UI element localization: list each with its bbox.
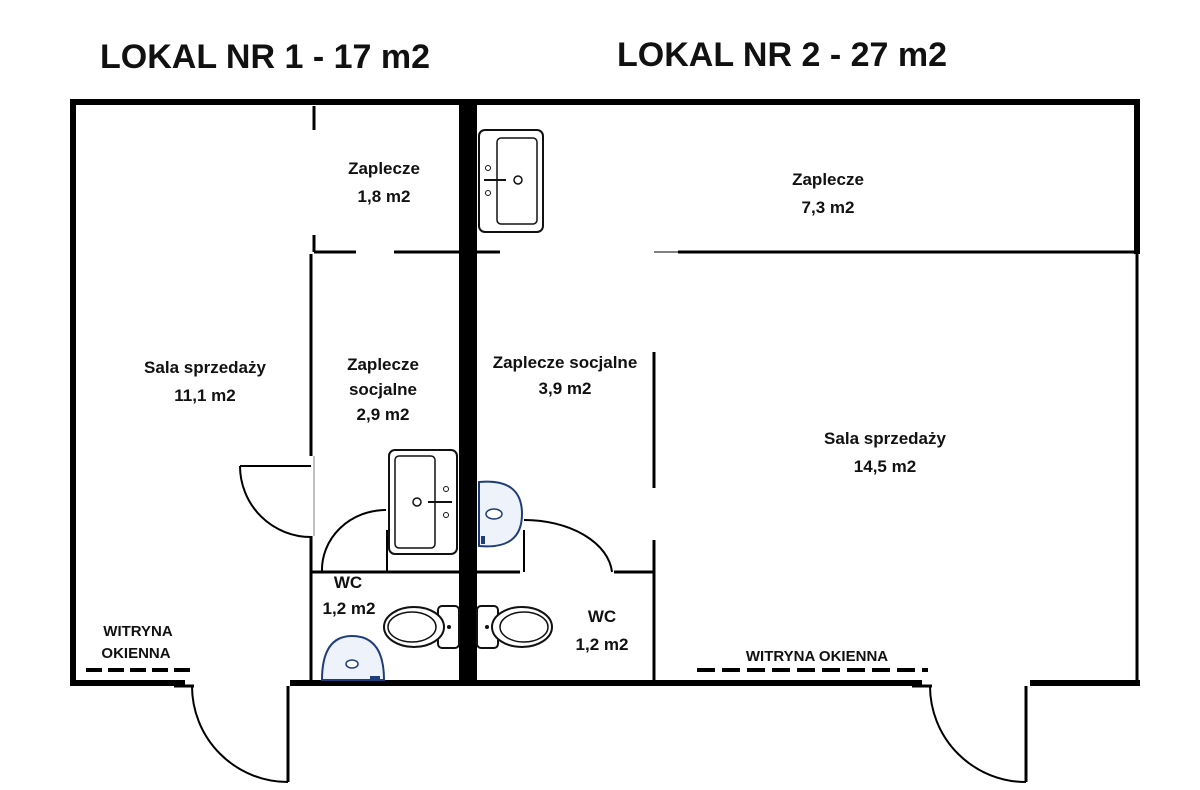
room-area-l1-socjalne: 2,9 m2 [357, 405, 410, 424]
unit-1-title: LOKAL NR 1 - 17 m2 [100, 38, 430, 76]
unit-2-title: LOKAL NR 2 - 27 m2 [617, 36, 947, 74]
room-name-l1-zaplecze: Zaplecze [348, 159, 420, 178]
room-name-l2-zaplecze: Zaplecze [792, 170, 864, 189]
room-name-l2-wc: WC [588, 607, 616, 626]
room-name-l1-wc: WC [334, 573, 362, 592]
sink-icon [478, 129, 544, 233]
window-label-l1-line1: WITRYNA [103, 623, 173, 640]
entrance-door-2 [912, 684, 1028, 783]
party-wall [459, 102, 477, 686]
room-area-l1-wc: 1,2 m2 [323, 599, 376, 618]
room-name-l2-sala: Sala sprzedaży [824, 429, 946, 448]
toilet-icon [383, 605, 460, 649]
room-area-l2-wc: 1,2 m2 [576, 635, 629, 654]
room-area-l1-sala: 11,1 m2 [174, 386, 235, 405]
room-name-l1-sala: Sala sprzedaży [144, 358, 266, 377]
room-area-l2-zaplecze: 7,3 m2 [802, 198, 855, 217]
room-name-l2-socjalne: Zaplecze socjalne [493, 353, 638, 372]
window-label-l1-line2: OKIENNA [101, 645, 170, 662]
room-area-l2-sala: 14,5 m2 [854, 457, 916, 476]
window-label-l2: WITRYNA OKIENNA [746, 648, 888, 665]
unit-2-inner-walls [477, 250, 1137, 683]
room-name-l1-socjalne-2: socjalne [349, 380, 417, 399]
unit-1-inner-walls [239, 106, 459, 683]
toilet-icon [476, 605, 553, 649]
washbasin-icon [320, 634, 386, 681]
room-name-l1-socjalne-1: Zaplecze [347, 355, 419, 374]
sink-icon [388, 449, 458, 555]
washbasin-icon [478, 480, 524, 548]
entrance-door-1 [174, 684, 290, 783]
outer-walls [70, 99, 1140, 686]
room-area-l1-zaplecze: 1,8 m2 [358, 187, 411, 206]
room-area-l2-socjalne: 3,9 m2 [539, 379, 592, 398]
